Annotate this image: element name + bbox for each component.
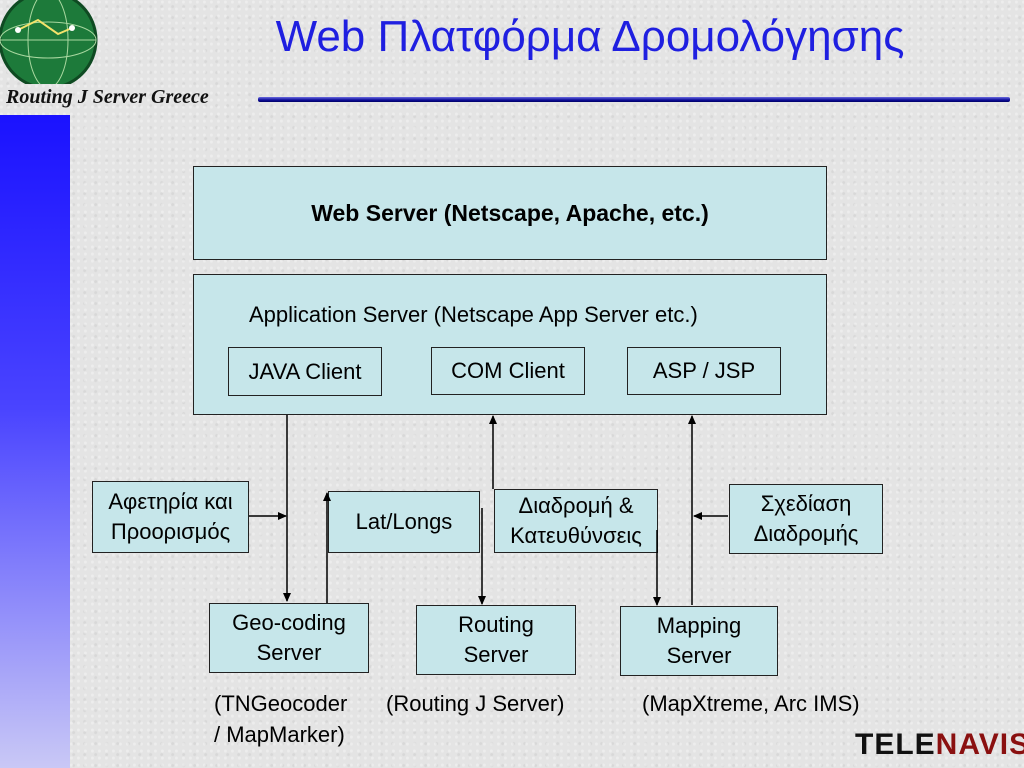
logo-part2: NAVIS bbox=[935, 728, 1024, 761]
page-title: Web Πλατφόρμα Δρομολόγησης bbox=[275, 12, 905, 61]
telenavis-logo: TELENAVIS bbox=[855, 728, 1024, 762]
asp-jsp-label: ASP / JSP bbox=[652, 358, 756, 383]
origin-destination-line2: Προορισμός bbox=[110, 519, 231, 544]
com-client-box: COM Client bbox=[431, 347, 585, 395]
origin-destination-box: Αφετηρία και Προορισμός bbox=[92, 481, 249, 553]
mapping-server-line1: Mapping bbox=[656, 613, 742, 638]
lat-longs-box: Lat/Longs bbox=[328, 491, 480, 553]
routing-server-line1: Routing bbox=[458, 612, 534, 637]
geocoding-server-line1: Geo-coding bbox=[232, 610, 346, 635]
java-client-box: JAVA Client bbox=[228, 347, 382, 396]
routing-server-line2: Server bbox=[463, 642, 529, 667]
left-accent-bar bbox=[0, 115, 70, 768]
mapping-server-box: Mapping Server bbox=[620, 606, 778, 676]
geocoding-server-line2: Server bbox=[256, 640, 322, 665]
asp-jsp-box: ASP / JSP bbox=[627, 347, 781, 395]
route-drawing-line2: Διαδρομής bbox=[753, 521, 859, 546]
java-client-label: JAVA Client bbox=[248, 358, 362, 384]
geocoding-product-line1: (TNGeocoder bbox=[214, 691, 348, 716]
route-directions-line1: Διαδρομή & bbox=[518, 493, 634, 518]
routing-product: (Routing J Server) bbox=[386, 691, 565, 716]
brand-label: Routing J Server Greece bbox=[6, 86, 209, 108]
mapping-server-line2: Server bbox=[666, 643, 732, 668]
routing-server-box: Routing Server bbox=[416, 605, 576, 675]
route-drawing-line1: Σχεδίαση bbox=[760, 491, 852, 516]
geocoding-product-line2: / MapMarker) bbox=[214, 722, 345, 747]
lat-longs-label: Lat/Longs bbox=[355, 509, 453, 534]
route-drawing-box: Σχεδίαση Διαδρομής bbox=[729, 484, 883, 554]
route-directions-line2: Κατευθύνσεις bbox=[510, 523, 642, 548]
web-server-label: Web Server (Netscape, Apache, etc.) bbox=[311, 200, 709, 226]
web-server-box: Web Server (Netscape, Apache, etc.) bbox=[193, 166, 827, 260]
geocoding-server-box: Geo-coding Server bbox=[209, 603, 369, 673]
logo-part1: TELE bbox=[855, 728, 936, 761]
app-server-label: Application Server (Netscape App Server … bbox=[249, 302, 698, 327]
title-divider bbox=[258, 97, 1010, 102]
mapping-product: (MapXtreme, Arc IMS) bbox=[642, 691, 860, 716]
route-directions-box: Διαδρομή & Κατευθύνσεις bbox=[494, 489, 658, 553]
globe-logo-icon bbox=[0, 0, 98, 84]
origin-destination-line1: Αφετηρία και bbox=[108, 489, 233, 514]
com-client-label: COM Client bbox=[451, 358, 565, 383]
